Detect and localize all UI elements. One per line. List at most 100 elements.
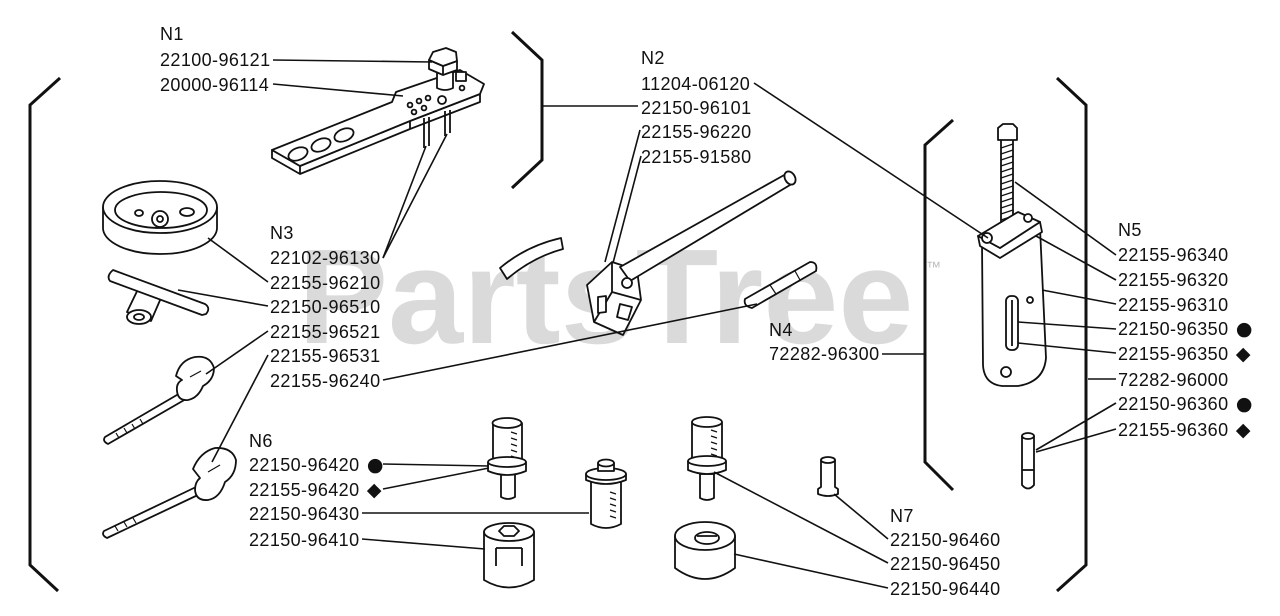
part-number: 22155-96340 [1118,245,1229,265]
label-group-n2: N2 11204-06120 22150-96101 22155-96220 2… [641,48,752,167]
part-n7-adapter [687,416,727,501]
part-n5-puller [977,123,1047,387]
part-number: 22150-96420 [249,455,360,475]
leader-22155-96521 [205,330,269,375]
diamond-marker: ◆ [1236,343,1251,365]
group-title-n1: N1 [160,24,184,44]
label-group-n1: N1 22100-96121 20000-96114 [160,24,271,95]
dot-marker: ● [367,454,384,476]
n5-inner-bracket [923,118,955,492]
leader-22100-96121 [272,59,433,63]
part-number: 22150-96450 [890,554,1001,574]
diamond-marker: ◆ [1236,419,1251,441]
part-number: 22155-96210 [270,273,381,293]
part-number: 22155-96521 [270,322,381,342]
part-number-with-marker: 22150-96360 ● [1118,393,1253,415]
leader-22150-96460 [833,493,889,540]
part-number-with-marker: 22150-96420 ● [249,454,384,476]
part-n5-pin [1021,432,1035,490]
leader-22102-96130-b [382,133,448,259]
leader-22155-96340 [1014,181,1117,256]
part-number: 22150-96410 [249,530,360,550]
label-group-n4: N4 72282-96300 [769,320,880,364]
leader-22150-96360 [1035,402,1117,451]
leader-22155-96531 [211,354,269,463]
part-n7-small-bushing [817,456,839,497]
part-number: 22150-96440 [890,579,1001,599]
label-group-n3: N3 22102-96130 22155-96210 22150-96510 2… [270,223,381,391]
part-n6-adapter-b [585,458,627,529]
leader-22155-96420 [382,467,490,490]
leader-11204-06120 [753,82,989,239]
part-number: 22155-96240 [270,371,381,391]
leader-22155-96210 [207,237,269,283]
part-number: 22150-96460 [890,530,1001,550]
part-n3-t-handle-wrench [107,269,210,325]
part-n4-tube [743,261,818,309]
leader-22155-91580 [612,155,642,264]
group-title-n3: N3 [270,223,294,243]
leader-22155-96360 [1035,428,1117,453]
part-n1-bolt [428,47,467,91]
part-number: 22150-96350 [1118,319,1229,339]
watermark-trademark: ™ [926,259,941,276]
leader-22150-96350 [1017,321,1117,330]
part-number: 20000-96114 [160,75,269,95]
part-number: 22150-96101 [641,98,752,118]
part-n7-round-nut [674,521,736,580]
leader-22155-96320 [1035,235,1117,281]
leader-22155-96240 [382,303,758,381]
part-number-with-marker: 22155-96420 ◆ [249,479,382,501]
group-title-n7: N7 [890,506,914,526]
group-title-n4: N4 [769,320,793,340]
part-number: 11204-06120 [641,74,750,94]
part-n1-plate [271,69,485,175]
part-n3-t-handle-driver-2 [102,447,237,539]
leader-22150-96420 [382,463,490,467]
part-n6-nut-adapter [483,522,535,589]
group-brackets [28,30,1088,593]
part-number: 22150-96430 [249,504,360,524]
part-number-with-marker: 22155-96350 ◆ [1118,343,1251,365]
part-number: 22150-96360 [1118,394,1229,414]
part-number: 22155-91580 [641,147,752,167]
label-group-n6: N6 22150-96420 ● 22155-96420 ◆ 22150-964… [249,431,384,550]
leader-22155-96310 [1041,289,1117,305]
part-number: 22155-96531 [270,346,381,366]
part-number: 22155-96320 [1118,270,1229,290]
group-title-n5: N5 [1118,220,1142,240]
dot-marker: ● [1236,318,1253,340]
part-n2-wrench-with-handle [586,170,797,336]
part-n6-adapter-a [487,417,527,500]
leader-22150-96410 [361,538,486,550]
leader-22155-96350 [1017,342,1117,354]
part-n3-holder-ring [102,180,218,255]
leader-22150-96450 [713,471,889,564]
part-number: 22102-96130 [270,248,381,268]
part-number: 22155-96360 [1118,420,1229,440]
group-title-n2: N2 [641,48,665,68]
leader-22150-96440 [733,553,889,589]
part-number-with-marker: 22155-96360 ◆ [1118,419,1251,441]
leader-22155-96220 [604,129,641,263]
part-n2-crescent-spacer [499,237,564,280]
part-number: 72282-96000 [1118,370,1229,390]
part-number: 22155-96220 [641,122,752,142]
leader-22102-96130-a [382,145,427,259]
right-outer-bracket [1055,76,1088,593]
label-group-n7: N7 22150-96460 22150-96450 22150-96440 [890,506,1001,599]
part-number: 22155-96350 [1118,344,1229,364]
group-title-n6: N6 [249,431,273,451]
leader-22150-96510 [177,289,269,307]
label-group-n5: N5 22155-96340 22155-96320 22155-96310 2… [1118,220,1253,441]
part-number: 22155-96310 [1118,295,1229,315]
n2-bracket [510,30,544,190]
left-outer-bracket [28,76,62,593]
leader-lines [177,59,1117,589]
part-n3-t-handle-driver-1 [103,355,215,445]
diamond-marker: ◆ [367,479,382,501]
part-number: 22150-96510 [270,297,381,317]
part-number: 22100-96121 [160,50,271,70]
part-number: 72282-96300 [769,344,880,364]
